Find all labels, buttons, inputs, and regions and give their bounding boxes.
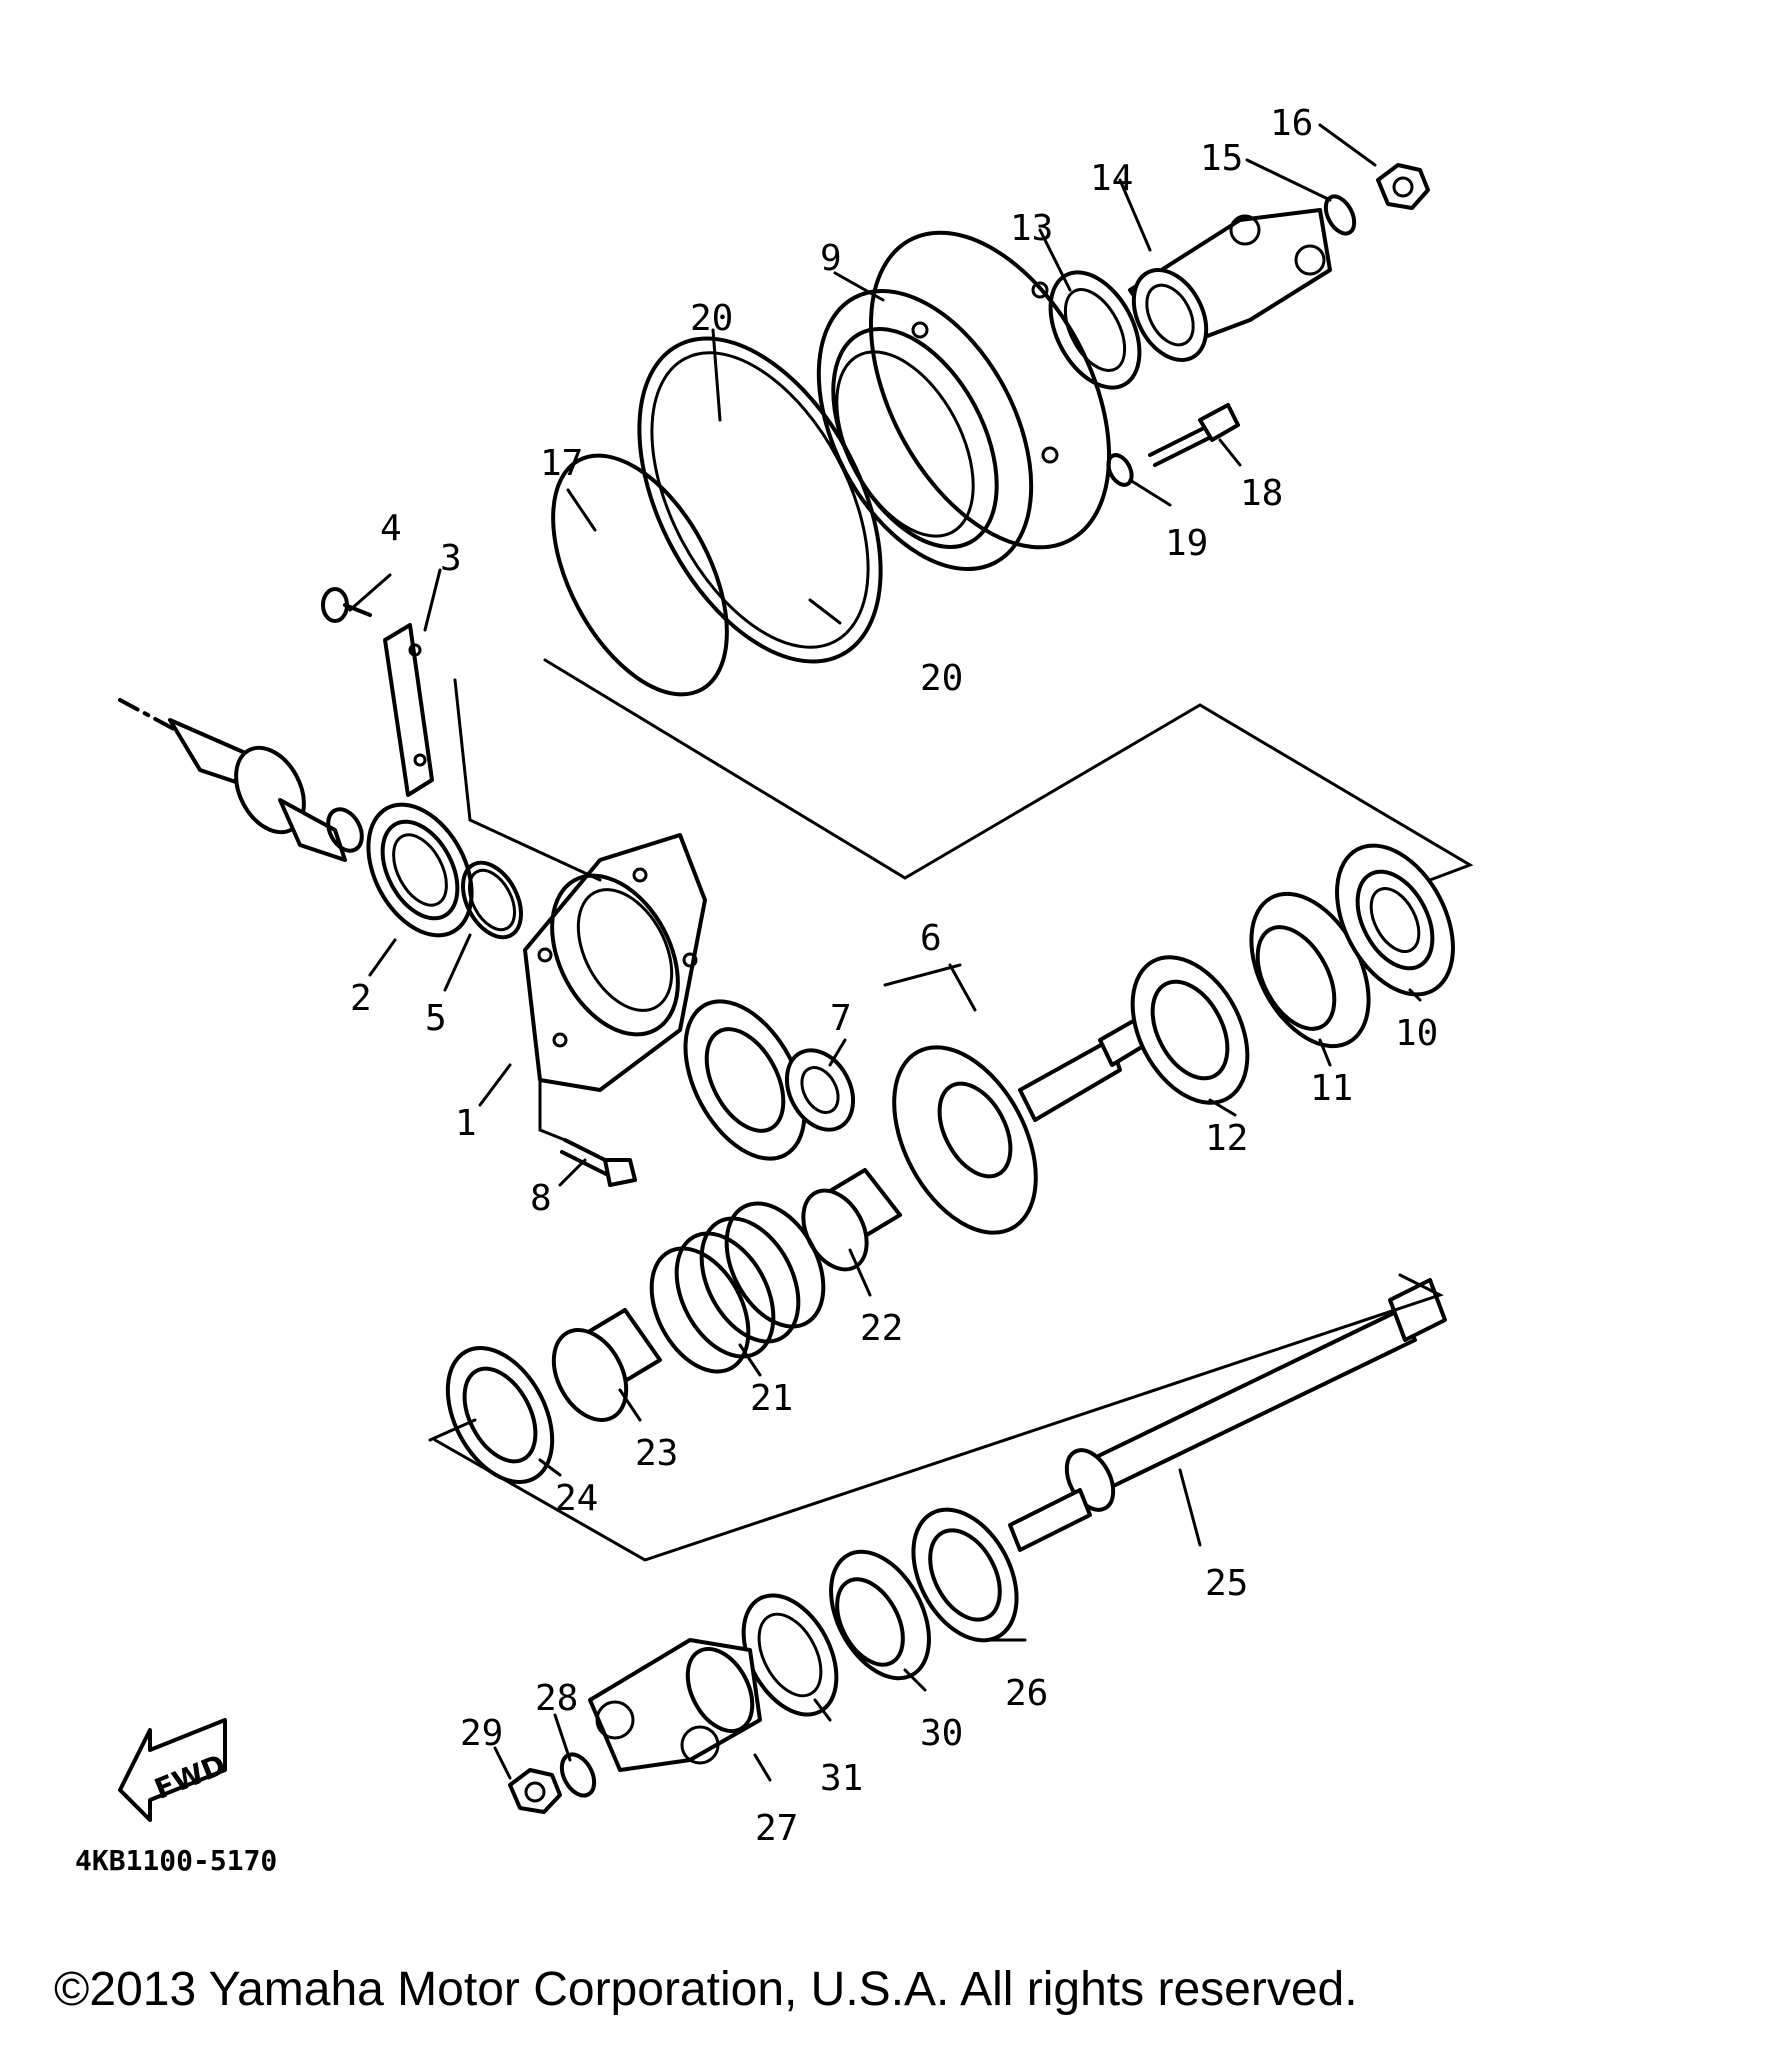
label-part-18: 18 (1240, 473, 1283, 514)
part-5-o-ring (461, 860, 523, 940)
label-part-3: 3 (440, 538, 462, 579)
leader-lines (348, 123, 1422, 1782)
part-28-washer (559, 1752, 597, 1798)
label-part-30: 30 (920, 1713, 963, 1754)
label-part-1: 1 (455, 1103, 477, 1144)
label-part-28: 28 (535, 1678, 578, 1719)
label-part-9: 9 (820, 238, 842, 279)
label-part-2: 2 (350, 978, 372, 1019)
fwd-arrow-icon: FWD (118, 1718, 230, 1822)
label-part-7: 7 (830, 998, 852, 1039)
label-part-31: 31 (820, 1758, 863, 1799)
part-8-bolt (560, 1138, 637, 1187)
input-shaft (118, 698, 364, 862)
label-part-25: 25 (1205, 1563, 1248, 1604)
label-part-29: 29 (460, 1713, 503, 1754)
part-25-drive-shaft (1008, 1278, 1447, 1552)
part-29-nut (508, 1768, 562, 1814)
part-13-oil-seal (1048, 270, 1142, 390)
label-part-24: 24 (555, 1478, 598, 1519)
part-26-bearing (911, 1507, 1019, 1643)
part-6-drive-gear-left (683, 999, 807, 1161)
part-17-gasket (551, 453, 729, 697)
label-part-10: 10 (1395, 1013, 1438, 1054)
part-6-driven-gear-shaft (892, 1018, 1147, 1235)
part-2-bearing (366, 802, 474, 938)
label-part-16: 16 (1270, 103, 1313, 144)
part-23-collar (551, 1308, 662, 1422)
part-15-washer (1323, 194, 1357, 236)
part-1-bearing-retainer (523, 833, 707, 1092)
part-number-labels: 1 2 3 4 5 6 7 8 9 10 11 12 13 14 15 16 1… (350, 103, 1438, 1849)
label-part-15: 15 (1200, 138, 1243, 179)
part-24-bearing (445, 1346, 555, 1484)
part-10-bearing (1335, 843, 1455, 997)
copyright-notice: ©2013 Yamaha Motor Corporation, U.S.A. A… (54, 1963, 1358, 2016)
part-18-bolt (1148, 403, 1240, 467)
label-part-4: 4 (380, 508, 402, 549)
label-part-21: 21 (750, 1378, 793, 1419)
label-part-8: 8 (530, 1178, 552, 1219)
label-part-23: 23 (635, 1433, 678, 1474)
label-part-13: 13 (1010, 208, 1053, 249)
part-22-collar (801, 1168, 902, 1272)
part-21-spring (649, 1201, 826, 1374)
label-part-5: 5 (425, 998, 447, 1039)
label-part-20-top: 20 (690, 298, 733, 339)
label-part-22: 22 (860, 1308, 903, 1349)
part-11-ring-nut (1249, 891, 1371, 1049)
label-part-12: 12 (1205, 1118, 1248, 1159)
part-16-nut (1376, 163, 1430, 210)
label-part-17: 17 (540, 443, 583, 484)
label-part-19: 19 (1165, 523, 1208, 564)
label-part-27: 27 (755, 1808, 798, 1849)
label-part-6: 6 (920, 918, 942, 959)
part-14-yoke (1128, 208, 1332, 362)
part-12-bearing (1130, 955, 1250, 1105)
label-part-11: 11 (1310, 1068, 1353, 1109)
diagram-code: 4KB1100-5170 (75, 1844, 277, 1877)
group-bracket-lines (428, 658, 1474, 1562)
label-part-26: 26 (1005, 1673, 1048, 1714)
label-part-14: 14 (1090, 158, 1133, 199)
part-27-yoke (588, 1638, 762, 1772)
part-7-nut (784, 1048, 856, 1132)
label-part-20-bottom: 20 (920, 658, 963, 699)
part-19-washer (1106, 453, 1134, 487)
part-4-screw (321, 587, 372, 623)
part-3-plate (383, 623, 434, 797)
